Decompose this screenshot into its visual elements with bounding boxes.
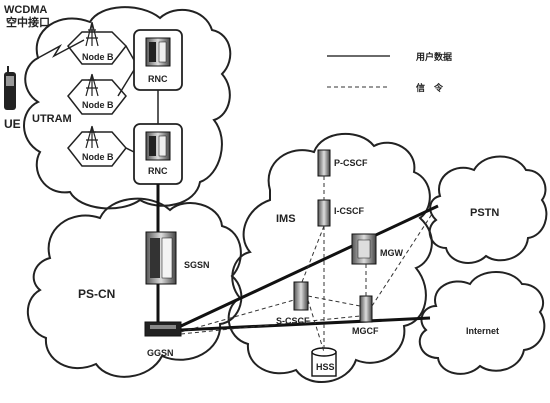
p-cscf-label: P-CSCF: [334, 158, 368, 168]
ggsn-pstn-link: [180, 204, 439, 328]
utram-cloud: [23, 6, 232, 210]
ims-label: IMS: [276, 213, 296, 225]
legend-signaling-label: 信 令: [416, 82, 444, 93]
p-cscf-server-icon: [317, 149, 331, 177]
mgw-label: MGW: [380, 248, 403, 258]
node-b-label: Node B: [82, 52, 114, 62]
air-interface-label-line2: 空中接口: [6, 15, 50, 29]
pstn-cloud: [428, 155, 548, 264]
node-b-hexagon: [67, 79, 127, 115]
node-b-rnc-links: [117, 45, 159, 153]
signaling-links: [180, 176, 433, 353]
node-b-label: Node B: [82, 100, 114, 110]
rnc-label: RNC: [148, 74, 168, 84]
s-cscf-label: S-CSCF: [276, 316, 310, 326]
pstn-label: PSTN: [470, 207, 499, 219]
ggsn-router-icon: [144, 321, 182, 337]
sgsn-server-icon: [145, 231, 177, 285]
antenna-icon: [85, 21, 99, 149]
i-cscf-label: I-CSCF: [334, 206, 364, 216]
phone-icon: [4, 66, 16, 110]
mgcf-label: MGCF: [352, 326, 379, 336]
air-interface-zigzag: [37, 39, 85, 59]
hss-label: HSS: [316, 362, 335, 372]
legend-user-data-label: 用户数据: [415, 51, 452, 62]
internet-label: Internet: [466, 326, 499, 336]
node-b-label: Node B: [82, 152, 114, 162]
rnc-label: RNC: [148, 166, 168, 176]
mgw-icon: [351, 233, 377, 265]
ggsn-label: GGSN: [147, 348, 174, 358]
utram-label: UTRAM: [32, 113, 72, 125]
mgcf-server-icon: [359, 295, 373, 323]
ue-label: UE: [4, 117, 21, 131]
air-interface-label-line1: WCDMA: [4, 4, 47, 16]
i-cscf-server-icon: [317, 199, 331, 227]
ps-cn-label: PS-CN: [78, 287, 115, 301]
ps-cn-cloud: [26, 197, 243, 378]
rnc-server-icon: [145, 37, 171, 67]
sgsn-label: SGSN: [184, 260, 210, 270]
hss-database-icon: [311, 347, 337, 377]
rnc-server-icon: [145, 131, 171, 161]
internet-cloud: [418, 271, 546, 375]
ggsn-internet-link: [180, 316, 431, 332]
s-cscf-server-icon: [293, 281, 309, 311]
